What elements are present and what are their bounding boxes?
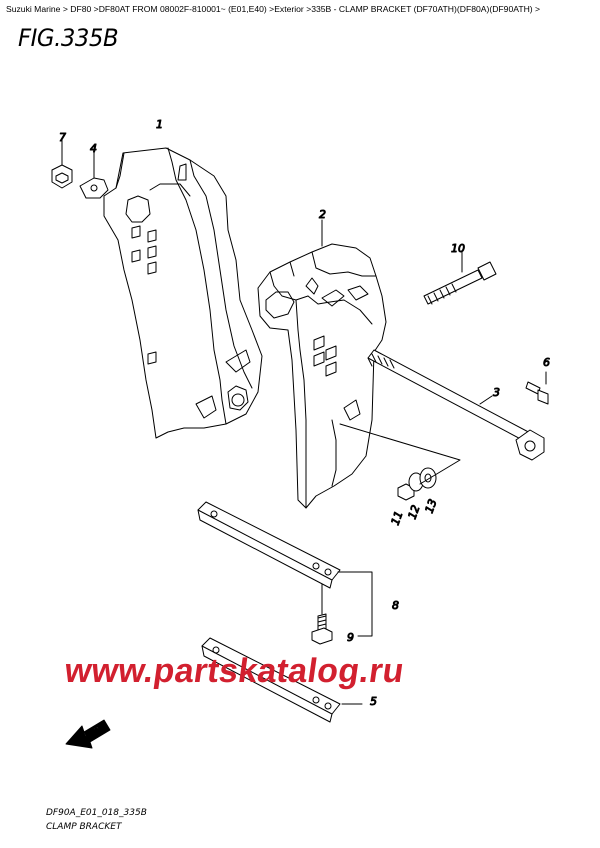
- breadcrumb-exterior[interactable]: Exterior: [274, 4, 304, 14]
- callout-10: 10: [451, 242, 465, 255]
- part-10-bolt[interactable]: [423, 251, 497, 305]
- part-8-plate[interactable]: [197, 501, 373, 637]
- callout-8: 8: [392, 599, 399, 612]
- callout-5: 5: [370, 695, 377, 708]
- callout-2: 2: [319, 208, 326, 221]
- callout-7: 7: [59, 131, 66, 144]
- callout-3: 3: [493, 386, 500, 399]
- breadcrumb-separator: >: [535, 4, 541, 14]
- breadcrumb-df80[interactable]: DF80: [70, 4, 92, 14]
- breadcrumb-separator: >: [306, 4, 312, 14]
- breadcrumb-separator: >: [269, 4, 275, 14]
- diagram-code: DF90A_E01_018_335B: [46, 808, 147, 818]
- part-4-plate[interactable]: [79, 149, 109, 199]
- callout-13: 13: [423, 497, 440, 515]
- breadcrumb-df80at[interactable]: DF80AT FROM 08002F-810001~ (E01,E40): [98, 4, 267, 14]
- callout-6: 6: [543, 356, 550, 369]
- breadcrumb-separator: >: [62, 4, 68, 14]
- breadcrumb-separator: >: [93, 4, 99, 14]
- breadcrumb: Suzuki Marine > DF80 >DF80AT FROM 08002F…: [6, 4, 596, 15]
- figure-title: FIG.335B: [18, 24, 119, 52]
- part-5-plate[interactable]: [201, 637, 363, 723]
- diagram-name: CLAMP BRACKET: [46, 822, 122, 832]
- watermark: www.partskatalog.ru: [62, 652, 407, 690]
- part-6-bolt[interactable]: [525, 371, 549, 405]
- part-7-nut[interactable]: [51, 139, 73, 189]
- part-9-bolt[interactable]: [311, 583, 333, 645]
- callout-11: 11: [389, 509, 406, 527]
- breadcrumb-suzuki-marine[interactable]: Suzuki Marine: [6, 4, 61, 14]
- part-2-right-clamp-bracket[interactable]: [257, 219, 387, 509]
- callout-9: 9: [347, 631, 354, 644]
- fwd-arrow-icon: FWD: [65, 719, 111, 749]
- callout-4: 4: [90, 142, 97, 155]
- callout-1: 1: [156, 118, 163, 131]
- part-3-shaft[interactable]: [367, 349, 545, 461]
- part-11-13-washers[interactable]: [339, 423, 461, 501]
- callout-12: 12: [406, 503, 423, 521]
- part-1-left-clamp-bracket[interactable]: [103, 147, 263, 439]
- breadcrumb-clamp-bracket[interactable]: 335B - CLAMP BRACKET (DF70ATH)(DF80A)(DF…: [311, 4, 533, 14]
